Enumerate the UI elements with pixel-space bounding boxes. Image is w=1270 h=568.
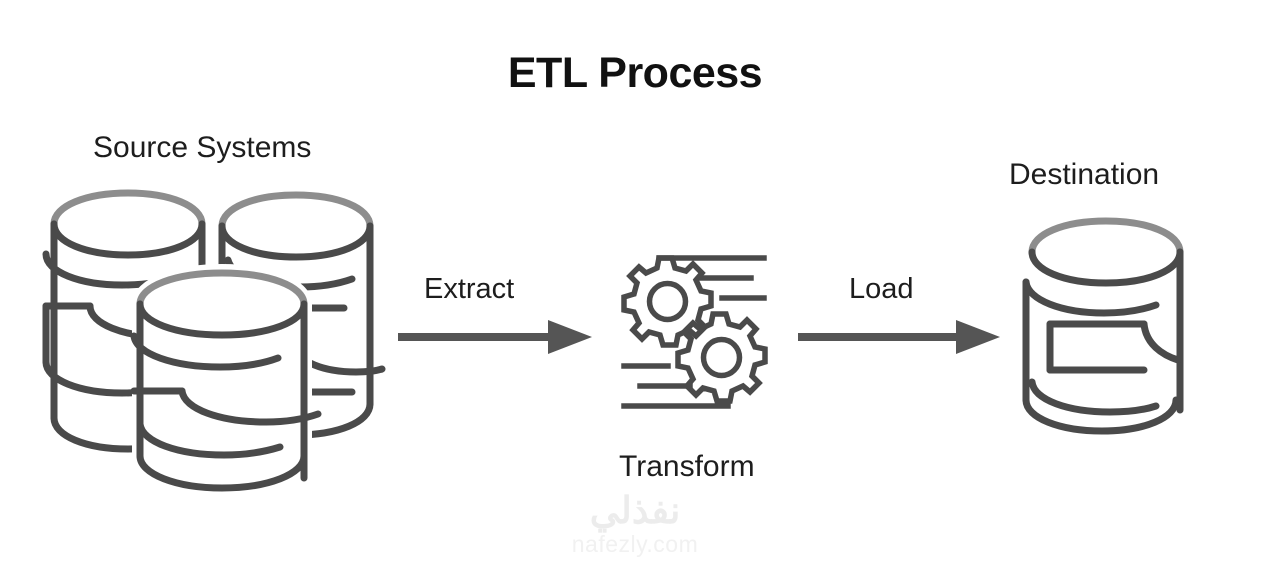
transform-label: Transform <box>619 450 755 483</box>
page-title: ETL Process <box>507 49 763 97</box>
destination-label: Destination <box>1009 158 1160 191</box>
load-arrow-icon <box>796 316 1004 363</box>
extract-arrow-label: Extract <box>424 273 515 305</box>
watermark-domain-text: nafezly.com <box>571 531 699 557</box>
database-icon <box>1016 214 1186 441</box>
gears-icon <box>612 246 792 427</box>
database-stack-icon <box>36 186 396 507</box>
extract-arrow-icon <box>396 316 596 363</box>
load-arrow-label: Load <box>849 273 914 305</box>
source-systems-label: Source Systems <box>93 131 312 164</box>
